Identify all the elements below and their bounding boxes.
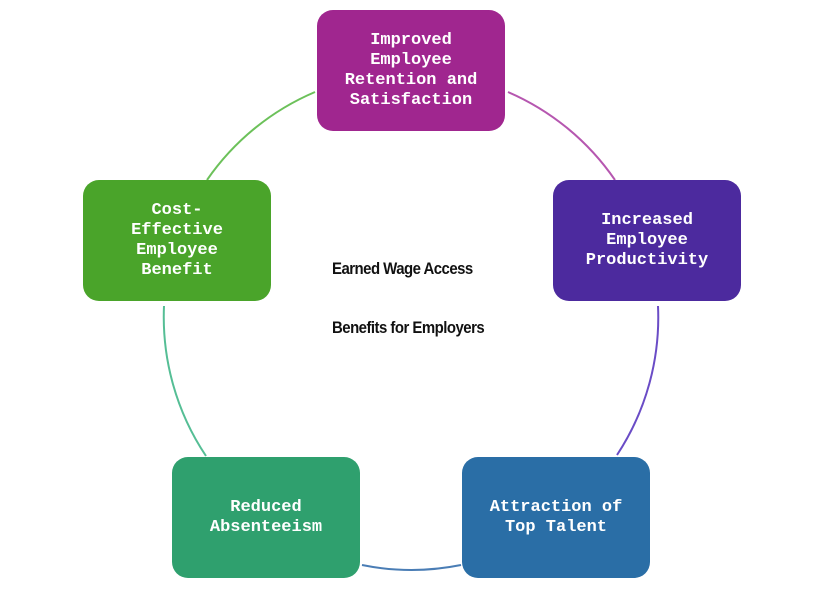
node-top-talent: Attraction of Top Talent: [462, 457, 650, 578]
connector-arc-absenteeism-to-benefit: [162, 305, 207, 457]
connector-arc-productivity-to-talent: [616, 305, 660, 456]
connector-arc-retention-to-productivity: [507, 91, 616, 181]
node-employee-retention: Improved Employee Retention and Satisfac…: [317, 10, 505, 131]
node-cost-effective-benefit: Cost- Effective Employee Benefit: [83, 180, 271, 301]
center-title-line1: Earned Wage Access: [332, 259, 473, 278]
node-reduced-absenteeism: Reduced Absenteeism: [172, 457, 360, 578]
connector-arc-talent-to-absenteeism: [361, 564, 462, 571]
connector-arc-benefit-to-retention: [206, 91, 316, 181]
node-employee-productivity: Increased Employee Productivity: [553, 180, 741, 301]
center-title-line2: Benefits for Employers: [332, 318, 485, 337]
